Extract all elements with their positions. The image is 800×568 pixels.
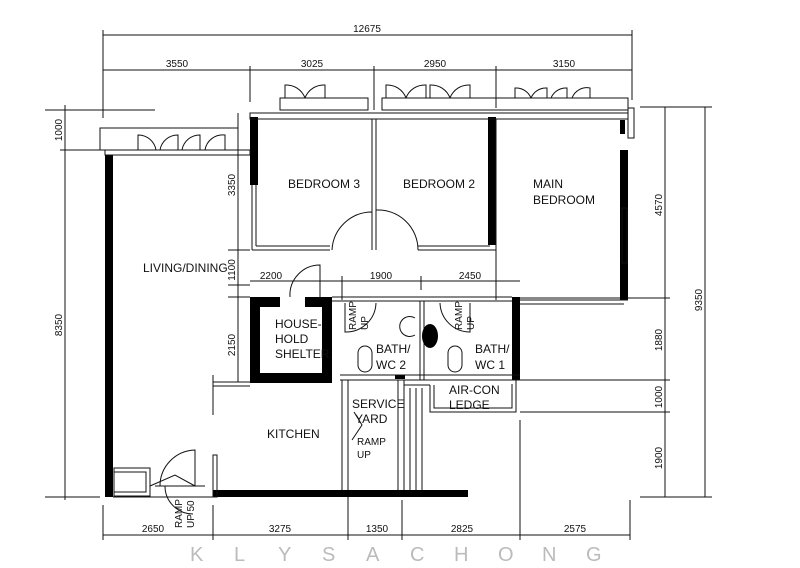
svg-text:RAMP: RAMP [357,437,386,448]
svg-text:O: O [498,544,516,566]
svg-text:UP 50: UP 50 [186,500,197,528]
dimension-lines [45,30,712,540]
room-living-dining: LIVING/DINING [143,261,228,275]
svg-text:2825: 2825 [451,524,474,535]
svg-text:Y: Y [278,544,293,566]
svg-text:G: G [586,544,604,566]
svg-text:4570: 4570 [654,193,665,216]
svg-text:UP: UP [360,316,371,330]
svg-text:UP: UP [357,450,371,461]
svg-text:C: C [410,544,426,566]
dimension-labels: 12675 3550 3025 2950 3150 2650 3275 1350… [54,24,705,535]
room-bath-wc-1: BATH/ [475,342,510,356]
svg-text:UP: UP [466,316,477,330]
svg-text:BEDROOM: BEDROOM [533,193,595,207]
toilet-icon [357,345,373,373]
fixtures [357,316,463,373]
svg-text:1100: 1100 [227,259,238,281]
svg-text:LEDGE: LEDGE [449,398,490,412]
svg-text:2450: 2450 [459,271,482,282]
room-labels: BEDROOM 3 BEDROOM 2 MAIN BEDROOM LIVING/… [143,177,595,528]
room-kitchen: KITCHEN [267,427,320,441]
svg-text:3150: 3150 [553,59,576,70]
svg-text:9350: 9350 [694,288,705,311]
svg-text:YARD: YARD [355,412,388,426]
svg-text:2575: 2575 [564,524,587,535]
svg-text:8350: 8350 [54,313,65,336]
toilet-icon [447,345,463,373]
svg-text:S: S [322,544,337,566]
walls [99,97,635,498]
svg-text:3025: 3025 [301,59,324,70]
room-bedroom-2: BEDROOM 2 [403,177,475,191]
svg-text:12675: 12675 [353,24,381,35]
svg-text:N: N [542,544,558,566]
svg-text:WC 1: WC 1 [475,358,505,372]
svg-text:L: L [234,544,247,566]
svg-text:3275: 3275 [269,524,292,535]
room-shelter: HOUSE- [275,317,322,331]
room-aircon-ledge: AIR-CON [449,383,500,397]
svg-text:2200: 2200 [260,271,283,282]
room-bedroom-3: BEDROOM 3 [288,177,360,191]
svg-text:RAMP: RAMP [348,301,359,330]
svg-text:1000: 1000 [654,385,665,408]
svg-text:K: K [190,544,205,566]
svg-text:1900: 1900 [654,446,665,469]
svg-text:1000: 1000 [54,118,65,141]
svg-text:WC 2: WC 2 [376,358,406,372]
room-bath-wc-2: BATH/ [376,342,411,356]
watermark: K L Y S A C H O N G [190,544,604,566]
svg-text:3550: 3550 [166,59,189,70]
svg-text:A: A [366,544,381,566]
svg-text:RAMP: RAMP [174,499,185,528]
svg-text:2650: 2650 [142,524,165,535]
svg-text:1880: 1880 [654,328,665,351]
svg-text:3350: 3350 [227,173,238,196]
svg-text:H: H [454,544,470,566]
svg-text:1900: 1900 [370,271,393,282]
svg-text:2150: 2150 [227,333,238,356]
doors [137,84,591,515]
svg-text:1350: 1350 [366,524,389,535]
room-service-yard: SERVICE [352,397,404,411]
svg-text:HOLD: HOLD [275,332,309,346]
svg-text:2950: 2950 [424,59,447,70]
svg-text:SHELTER: SHELTER [275,347,330,361]
room-main-bedroom: MAIN [533,177,563,191]
svg-text:RAMP: RAMP [454,301,465,330]
